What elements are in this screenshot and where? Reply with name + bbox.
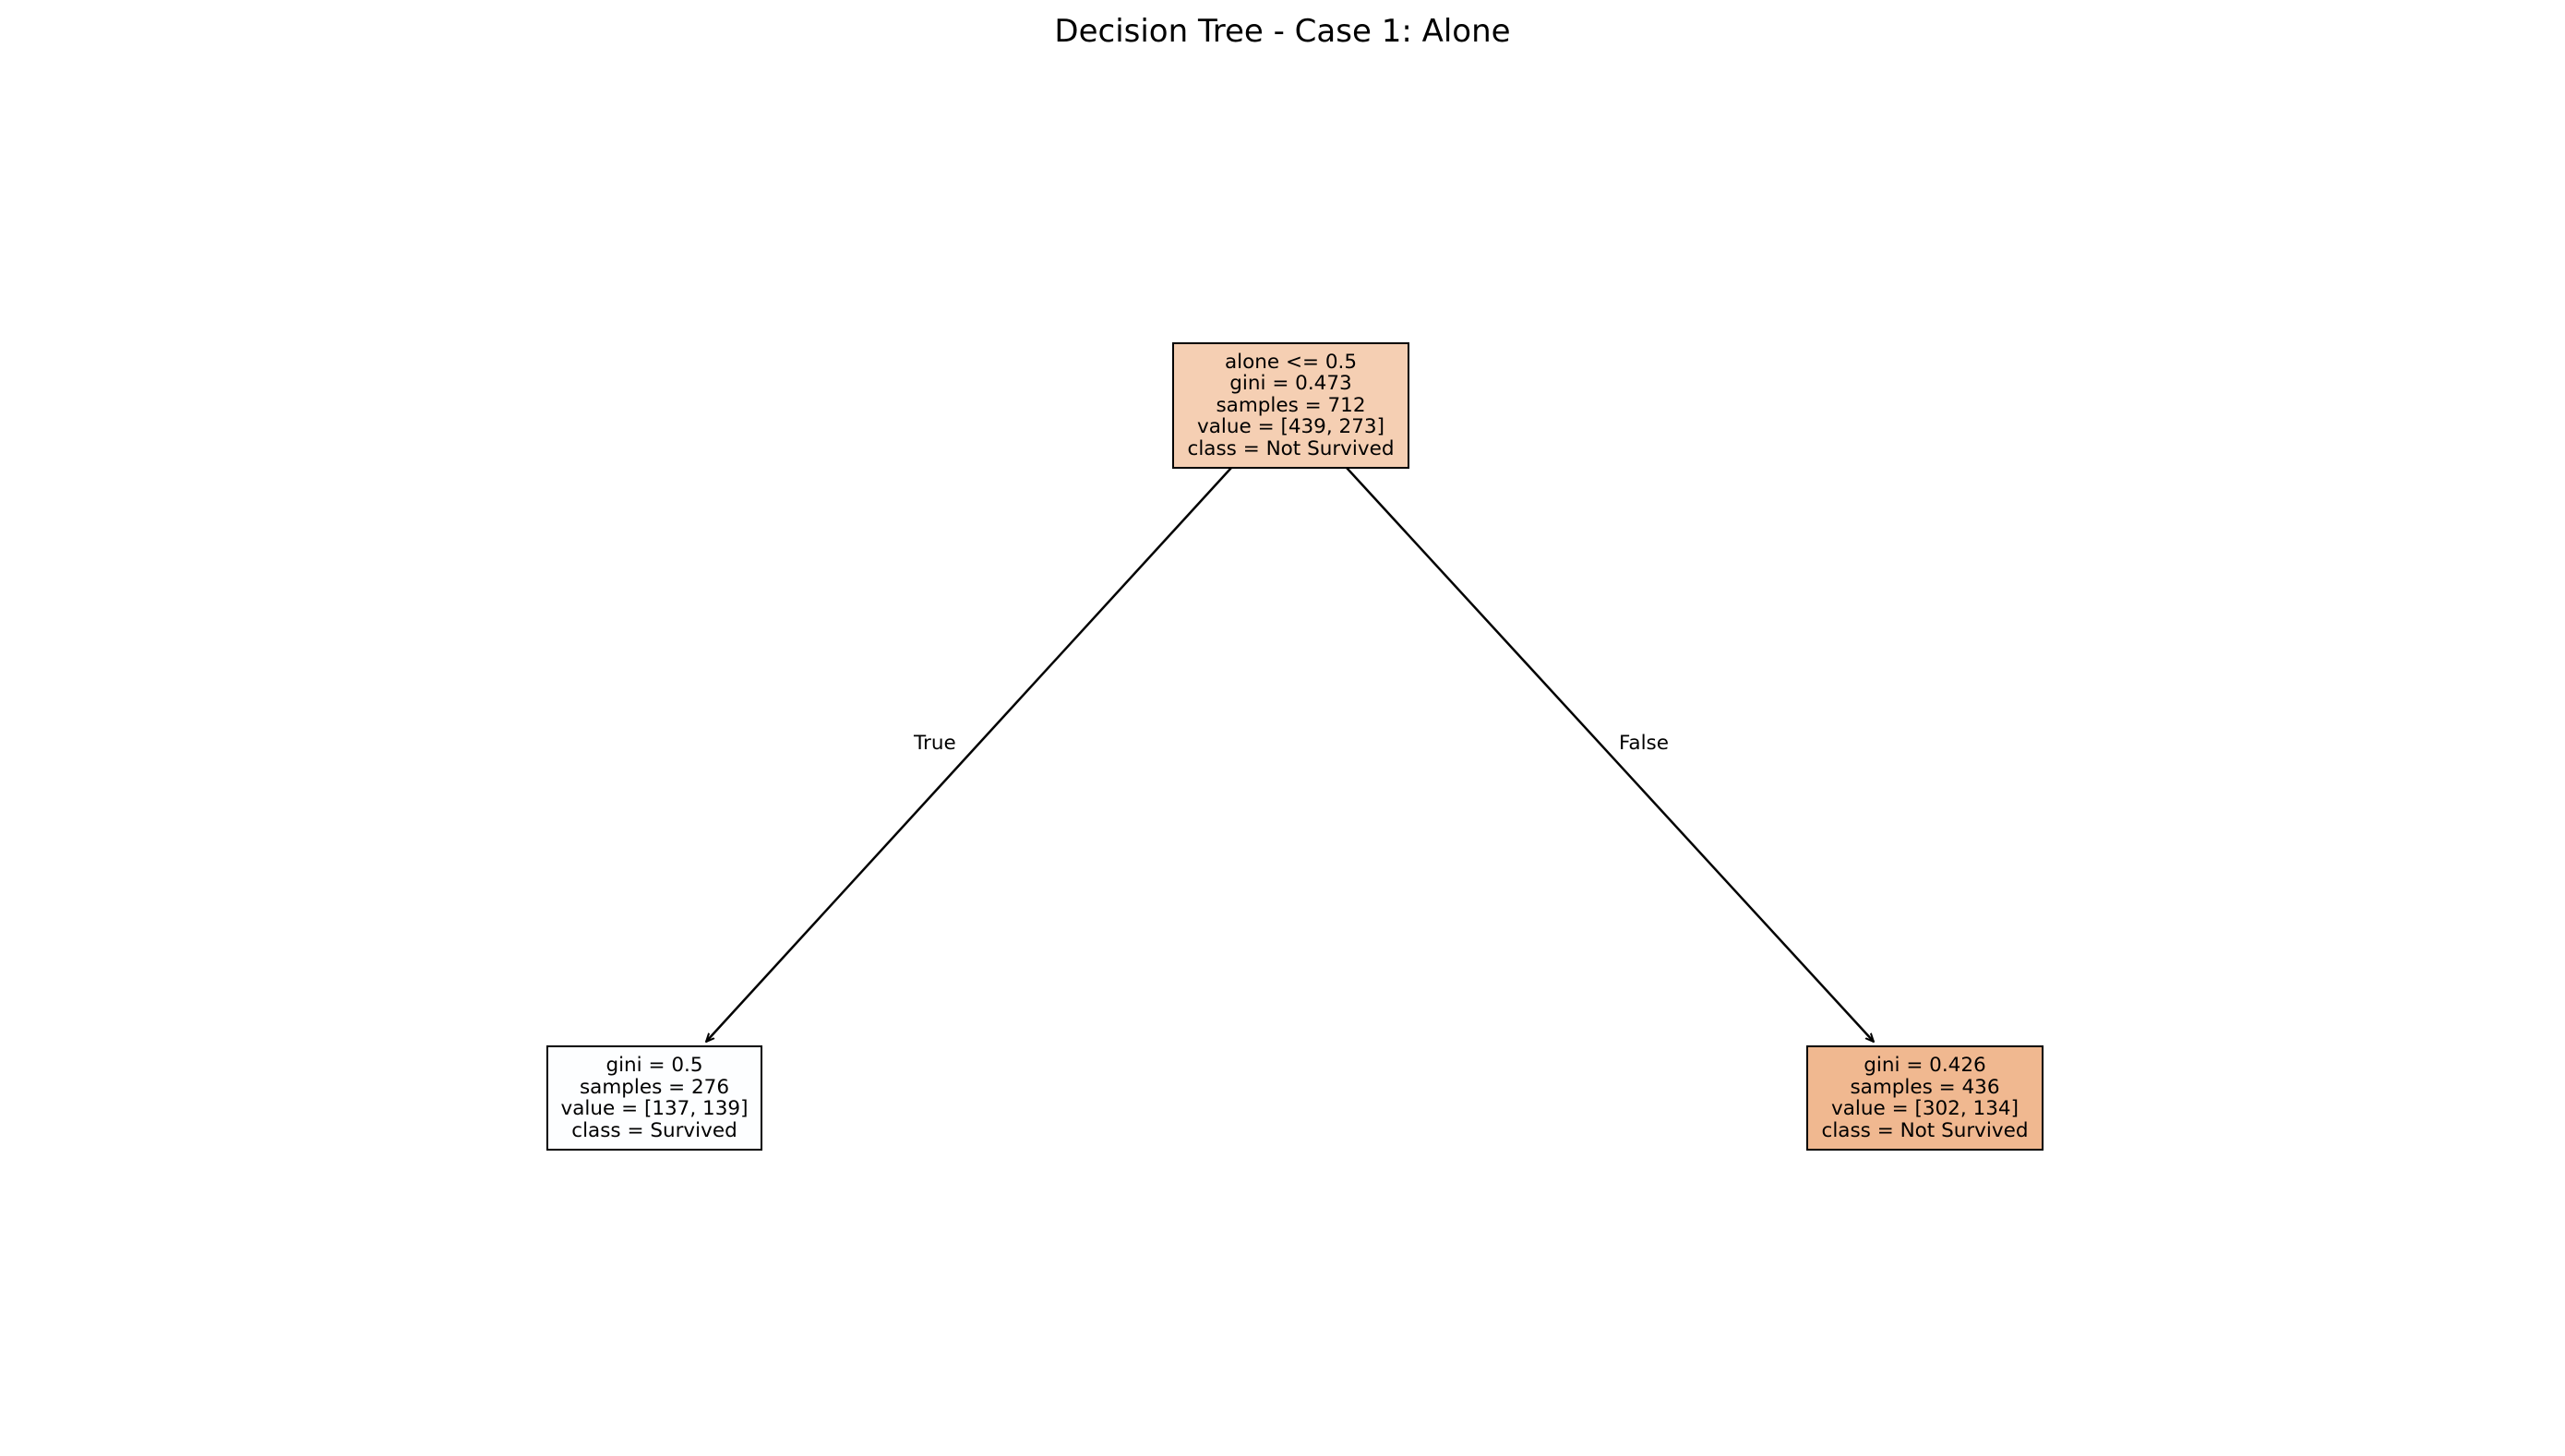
edge-root-to-left: [706, 467, 1232, 1042]
node-line: gini = 0.473: [1229, 372, 1352, 396]
node-line: value = [137, 139]: [560, 1097, 749, 1120]
node-line: samples = 712: [1216, 393, 1366, 417]
node-line: class = Not Survived: [1187, 436, 1395, 460]
node-line: value = [302, 134]: [1831, 1097, 2019, 1120]
edge-root-to-right: [1346, 467, 1874, 1042]
left-leaf-node: gini = 0.5 samples = 276 value = [137, 1…: [546, 1045, 762, 1151]
node-line: gini = 0.5: [605, 1054, 703, 1077]
node-line: alone <= 0.5: [1224, 350, 1358, 374]
node-line: samples = 276: [579, 1075, 730, 1099]
diagram-title: Decision Tree - Case 1: Alone: [1054, 13, 1511, 50]
root-node: alone <= 0.5 gini = 0.473 samples = 712 …: [1172, 342, 1409, 469]
true-edge-label: True: [914, 732, 956, 755]
node-line: class = Survived: [571, 1118, 737, 1142]
node-line: value = [439, 273]: [1197, 415, 1384, 439]
false-edge-label: False: [1619, 732, 1669, 755]
node-line: samples = 436: [1850, 1075, 2000, 1099]
node-line: gini = 0.426: [1864, 1054, 1986, 1077]
right-leaf-node: gini = 0.426 samples = 436 value = [302,…: [1806, 1045, 2044, 1151]
node-line: class = Not Survived: [1821, 1118, 2029, 1142]
